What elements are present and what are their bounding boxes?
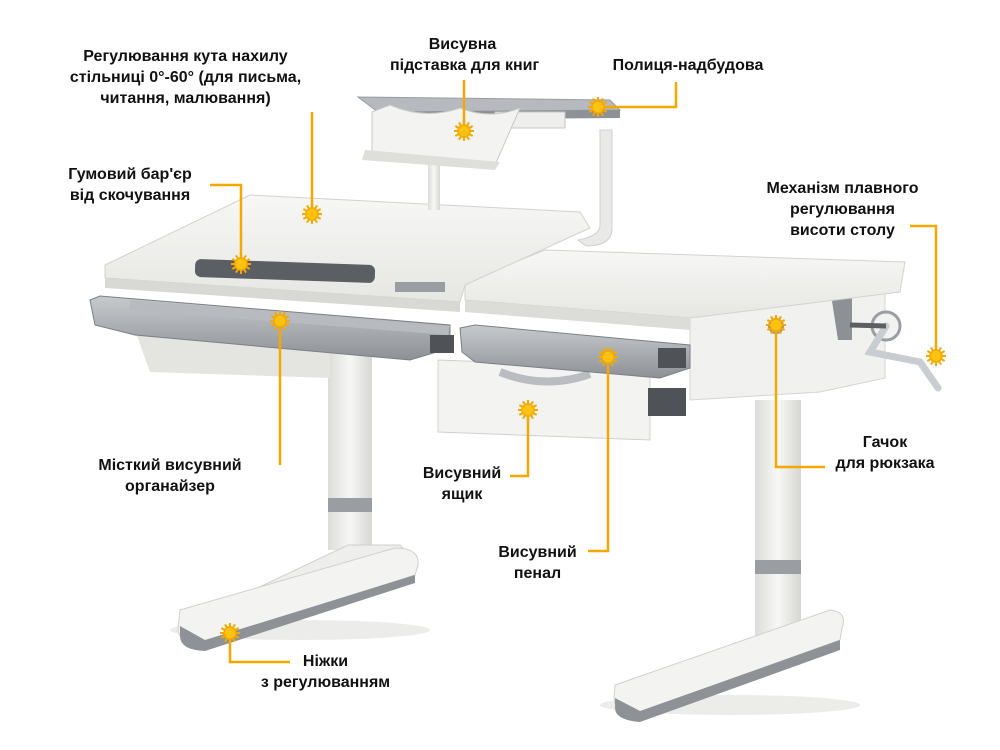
- right-leg: [613, 400, 844, 722]
- leader-line-barrier: [210, 183, 243, 264]
- callout-label-tilt: Регулювання кута нахилу стільниці 0°-60° …: [58, 46, 313, 109]
- marker-hook: [766, 315, 786, 335]
- callout-line: Висувний: [498, 544, 577, 561]
- leader-line-height: [910, 224, 938, 356]
- callout-label-drawer: Висувний ящик: [412, 463, 512, 505]
- callout-line: пенал: [513, 565, 562, 582]
- marker-legs: [220, 623, 240, 643]
- callout-line: Регулювання кута нахилу: [83, 48, 288, 65]
- marker-organizer: [270, 311, 290, 331]
- right-desktop: [464, 249, 906, 330]
- callout-line: Механізм плавного: [766, 180, 919, 197]
- book-stand: [362, 104, 521, 170]
- marker-barrier: [231, 254, 251, 274]
- callout-label-barrier: Гумовий бар'єр від скочування: [55, 164, 205, 206]
- marker-height: [926, 346, 946, 366]
- marker-shelf: [588, 97, 608, 117]
- callout-line: регулювання: [789, 201, 896, 218]
- callout-line: читання, малювання): [100, 90, 271, 107]
- leader-line-pencil: [588, 357, 610, 553]
- callout-line: для рюкзака: [835, 455, 935, 472]
- marker-bookstand: [454, 121, 474, 141]
- callout-label-height: Механізм плавного регулювання висоти столу: [750, 178, 935, 241]
- callout-line: Гумовий бар'єр: [68, 166, 192, 183]
- callout-markers: [220, 97, 946, 643]
- callout-label-organizer: Місткий висувний органайзер: [80, 455, 260, 497]
- callout-line: Полиця-надбудова: [612, 57, 764, 74]
- left-leg: [177, 350, 419, 651]
- callout-line: стільниці 0°-60° (для письма,: [69, 69, 302, 86]
- leader-line-shelf: [598, 82, 678, 109]
- leader-line-drawer: [510, 410, 530, 478]
- callout-label-legs: Ніжки з регулюванням: [243, 651, 408, 693]
- pencil-drawer: [459, 324, 691, 379]
- callout-line: Гачок: [862, 434, 908, 451]
- callout-line: ящик: [441, 486, 483, 503]
- callout-label-hook: Гачок для рюкзака: [825, 432, 945, 474]
- callout-line: висоти столу: [790, 222, 895, 239]
- callout-line: Висувний: [422, 465, 502, 482]
- marker-tilt: [302, 204, 322, 224]
- height-crank: [849, 310, 942, 392]
- callout-label-bookstand: Висувна підставка для книг: [390, 34, 540, 76]
- callout-line: Місткий висувний: [98, 457, 242, 474]
- leader-line-hook: [774, 325, 825, 469]
- marker-drawer: [518, 400, 538, 420]
- callout-line: Висувна: [428, 36, 497, 53]
- drawer-box: [437, 359, 686, 441]
- callout-line: підставка для книг: [390, 57, 540, 74]
- callout-line: органайзер: [125, 478, 215, 495]
- callout-label-shelf: Полиця-надбудова: [598, 55, 778, 76]
- callout-line: Ніжки: [302, 653, 349, 670]
- callout-line: з регулюванням: [260, 674, 391, 691]
- organizer-drawer: [89, 295, 454, 361]
- callout-line: від скочування: [69, 187, 191, 204]
- callout-label-pencil: Висувний пенал: [490, 542, 585, 584]
- marker-pencil: [598, 347, 618, 367]
